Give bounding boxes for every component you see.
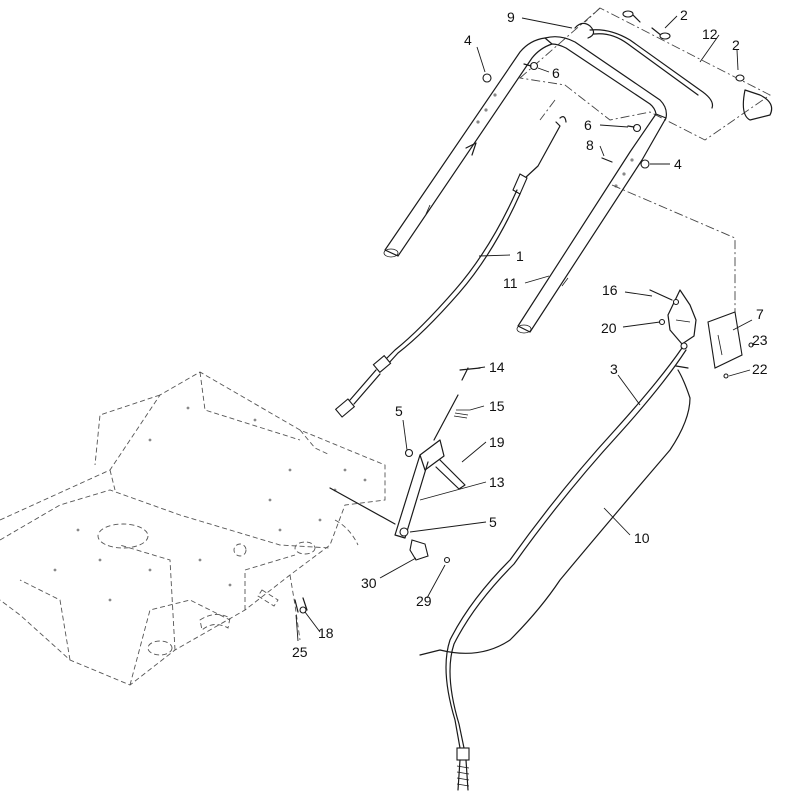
callout-8: 8 bbox=[586, 137, 594, 153]
callout-22: 22 bbox=[752, 361, 768, 377]
callout-29: 29 bbox=[416, 593, 432, 609]
callout-10: 10 bbox=[634, 530, 650, 546]
handle-panel-outline bbox=[518, 7, 771, 141]
callout-15: 15 bbox=[489, 398, 505, 414]
callout-3: 3 bbox=[610, 361, 618, 377]
callout-5: 5 bbox=[395, 403, 403, 419]
callout-7: 7 bbox=[756, 306, 764, 322]
callout-labels: 9 2 12 2 4 6 6 8 4 1 11 16 20 7 23 22 3 … bbox=[292, 7, 768, 660]
handle-frame bbox=[383, 36, 667, 334]
callout-14: 14 bbox=[489, 359, 505, 375]
callout-11: 11 bbox=[503, 275, 518, 291]
callout-18: 18 bbox=[318, 625, 334, 641]
callout-9: 9 bbox=[507, 9, 515, 25]
callout-16: 16 bbox=[602, 282, 618, 298]
callout-30: 30 bbox=[361, 575, 377, 591]
callout-20: 20 bbox=[601, 320, 617, 336]
drive-cables bbox=[419, 347, 691, 791]
callout-13: 13 bbox=[489, 474, 505, 490]
callout-4: 4 bbox=[464, 32, 472, 48]
callout-5-lower: 5 bbox=[489, 514, 497, 530]
callout-12: 12 bbox=[702, 26, 718, 42]
callout-2: 2 bbox=[680, 7, 688, 23]
callout-25: 25 bbox=[292, 644, 308, 660]
control-cable-upper bbox=[334, 116, 567, 418]
leader-lines bbox=[295, 15, 754, 642]
cable-top bbox=[574, 10, 773, 121]
assembly-phantom-line bbox=[611, 184, 736, 345]
bracket-assembly bbox=[649, 289, 754, 379]
handle-hardware bbox=[482, 61, 650, 169]
callout-6: 6 bbox=[552, 65, 560, 81]
callout-4-right: 4 bbox=[674, 156, 682, 172]
callout-2-right: 2 bbox=[732, 37, 740, 53]
callout-6-lower: 6 bbox=[584, 117, 592, 133]
lever-assembly bbox=[294, 367, 481, 614]
callout-1: 1 bbox=[516, 248, 524, 264]
callout-19: 19 bbox=[489, 434, 505, 450]
callout-23: 23 bbox=[752, 332, 768, 348]
